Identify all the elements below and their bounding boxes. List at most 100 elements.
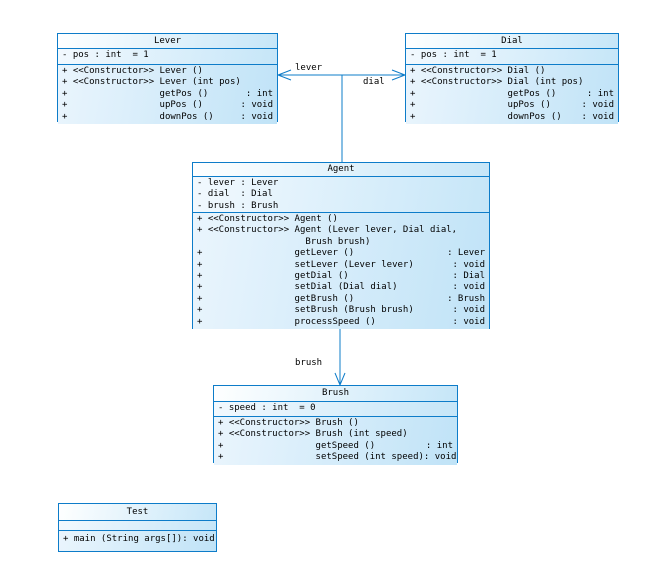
attribute-row: - lever : Lever — [193, 178, 489, 189]
method-row: + downPos () : void — [406, 112, 618, 123]
attribute-row: - pos : int = 1 — [406, 50, 618, 61]
method-signature: + getPos () — [410, 88, 557, 99]
methods-compartment: + main (String args[]) : void — [59, 531, 216, 551]
class-box-test[interactable]: Test + main (String args[]) : void — [58, 503, 217, 552]
methods-compartment: + <<Constructor>> Agent () + <<Construct… — [193, 213, 489, 330]
method-row: + getPos () : int — [58, 89, 277, 100]
arrowhead-into-lever-icon — [276, 69, 292, 81]
method-row: + <<Constructor>> Dial (int pos) — [406, 77, 618, 88]
class-title: Test — [59, 504, 216, 521]
method-row: + setBrush (Brush brush) : void — [193, 305, 489, 316]
method-signature: + downPos () — [62, 111, 214, 122]
attribute-row: - dial : Dial — [193, 189, 489, 200]
attributes-compartment-empty — [59, 521, 216, 531]
method-row: + setDial (Dial dial) : void — [193, 282, 489, 293]
method-signature: + setLever (Lever lever) — [197, 259, 414, 270]
method-return-type: : Brush — [447, 293, 485, 304]
method-return-type: : Lever — [447, 248, 485, 259]
attribute-text: - speed : int = 0 — [218, 403, 316, 413]
method-row: + getLever () : Lever — [193, 248, 489, 259]
method-row: + getPos () : int — [406, 89, 618, 100]
attribute-row: - pos : int = 1 — [58, 50, 277, 61]
method-row: + upPos () : void — [406, 100, 618, 111]
method-row: + <<Constructor>> Agent () — [193, 214, 489, 225]
method-row: + downPos () : void — [58, 112, 277, 123]
method-row: + <<Constructor>> Agent (Lever lever, Di… — [193, 225, 489, 236]
method-signature: + <<Constructor>> Agent (Lever lever, Di… — [197, 225, 458, 236]
method-return-type: : void — [182, 534, 215, 544]
method-signature: + <<Constructor>> Dial () — [410, 66, 546, 76]
class-title: Agent — [193, 163, 489, 177]
method-signature: + upPos () — [410, 100, 551, 111]
method-signature: + <<Constructor>> Dial (int pos) — [410, 77, 584, 88]
method-row: + processSpeed () : void — [193, 317, 489, 328]
attribute-text: - lever : Lever — [197, 178, 279, 188]
method-signature: + downPos () — [410, 111, 562, 122]
method-signature: + <<Constructor>> Brush () — [218, 418, 359, 428]
method-signature: + <<Constructor>> Brush (int speed) — [218, 429, 408, 440]
method-row: + main (String args[]) : void — [59, 534, 216, 545]
association-role-label-dial: dial — [363, 77, 385, 87]
method-return-type: : int — [586, 88, 614, 99]
method-return-type: : void — [240, 111, 273, 122]
method-row: + <<Constructor>> Brush () — [214, 418, 457, 429]
method-return-type: : void — [452, 282, 485, 293]
method-return-type: : void — [240, 100, 273, 111]
method-row: + setLever (Lever lever) : void — [193, 260, 489, 271]
attributes-compartment: - pos : int = 1 — [58, 49, 277, 65]
method-return-type: : void — [452, 259, 485, 270]
class-box-lever[interactable]: Lever - pos : int = 1 + <<Constructor>> … — [57, 33, 278, 125]
method-row: + <<Constructor>> Lever (int pos) — [58, 77, 277, 88]
class-title: Lever — [58, 34, 277, 49]
class-title: Dial — [406, 34, 618, 49]
method-signature: + getBrush () — [197, 293, 355, 304]
association-agent-brush[interactable] — [334, 328, 346, 387]
method-signature: + getLever () — [197, 248, 355, 259]
method-signature: + main (String args[]) — [63, 534, 183, 544]
methods-compartment: + <<Constructor>> Dial () + <<Constructo… — [406, 65, 618, 125]
method-return-type: : void — [452, 305, 485, 316]
method-signature: + <<Constructor>> Lever (int pos) — [62, 77, 241, 88]
attribute-text: - pos : int = 1 — [62, 50, 149, 60]
method-signature: + setBrush (Brush brush) — [197, 305, 414, 316]
method-return-type: : void — [581, 111, 614, 122]
method-signature: + getPos () — [62, 88, 209, 99]
method-row: + <<Constructor>> Dial () — [406, 66, 618, 77]
method-signature: + getDial () — [197, 271, 349, 282]
method-signature: + setDial (Dial dial) — [197, 282, 398, 293]
method-signature: + <<Constructor>> Lever () — [62, 66, 203, 76]
attribute-text: - brush : Brush — [197, 200, 279, 211]
method-signature: + <<Constructor>> Agent () — [197, 214, 338, 224]
attribute-text: - pos : int = 1 — [410, 50, 497, 60]
class-box-dial[interactable]: Dial - pos : int = 1 + <<Constructor>> D… — [405, 33, 619, 125]
methods-compartment: + <<Constructor>> Brush () + <<Construct… — [214, 417, 457, 465]
attribute-row: - brush : Brush — [193, 201, 489, 212]
attribute-text: - dial : Dial — [197, 189, 273, 200]
method-row: + upPos () : void — [58, 100, 277, 111]
method-return-type: : int — [245, 88, 273, 99]
method-return-type: : Dial — [452, 271, 485, 282]
method-return-type: : void — [581, 100, 614, 111]
association-role-label-brush: brush — [295, 358, 323, 368]
attribute-row: - speed : int = 0 — [214, 403, 457, 414]
method-return-type: : int — [425, 440, 453, 451]
method-return-type: : void — [452, 316, 485, 327]
class-box-agent[interactable]: Agent - lever : Lever - dial : Dial - br… — [192, 162, 490, 330]
method-row: + <<Constructor>> Lever () — [58, 66, 277, 77]
methods-compartment: + <<Constructor>> Lever () + <<Construct… — [58, 65, 277, 125]
method-row: + <<Constructor>> Brush (int speed) — [214, 429, 457, 440]
method-signature: + setSpeed (int speed) — [218, 452, 424, 463]
method-signature: + upPos () — [62, 100, 203, 111]
method-row: + getDial () : Dial — [193, 271, 489, 282]
method-row: + getSpeed () : int — [214, 441, 457, 452]
method-signature: + getSpeed () — [218, 440, 376, 451]
method-row: + getBrush () : Brush — [193, 294, 489, 305]
method-row: Brush brush) — [193, 237, 489, 248]
attributes-compartment: - lever : Lever - dial : Dial - brush : … — [193, 177, 489, 213]
method-return-type: : void — [423, 452, 457, 463]
method-signature: + processSpeed () — [197, 316, 376, 327]
association-agent-lever-dial[interactable] — [276, 69, 407, 162]
class-box-brush[interactable]: Brush - speed : int = 0 + <<Constructor>… — [213, 385, 458, 465]
association-role-label-lever: lever — [295, 63, 323, 73]
